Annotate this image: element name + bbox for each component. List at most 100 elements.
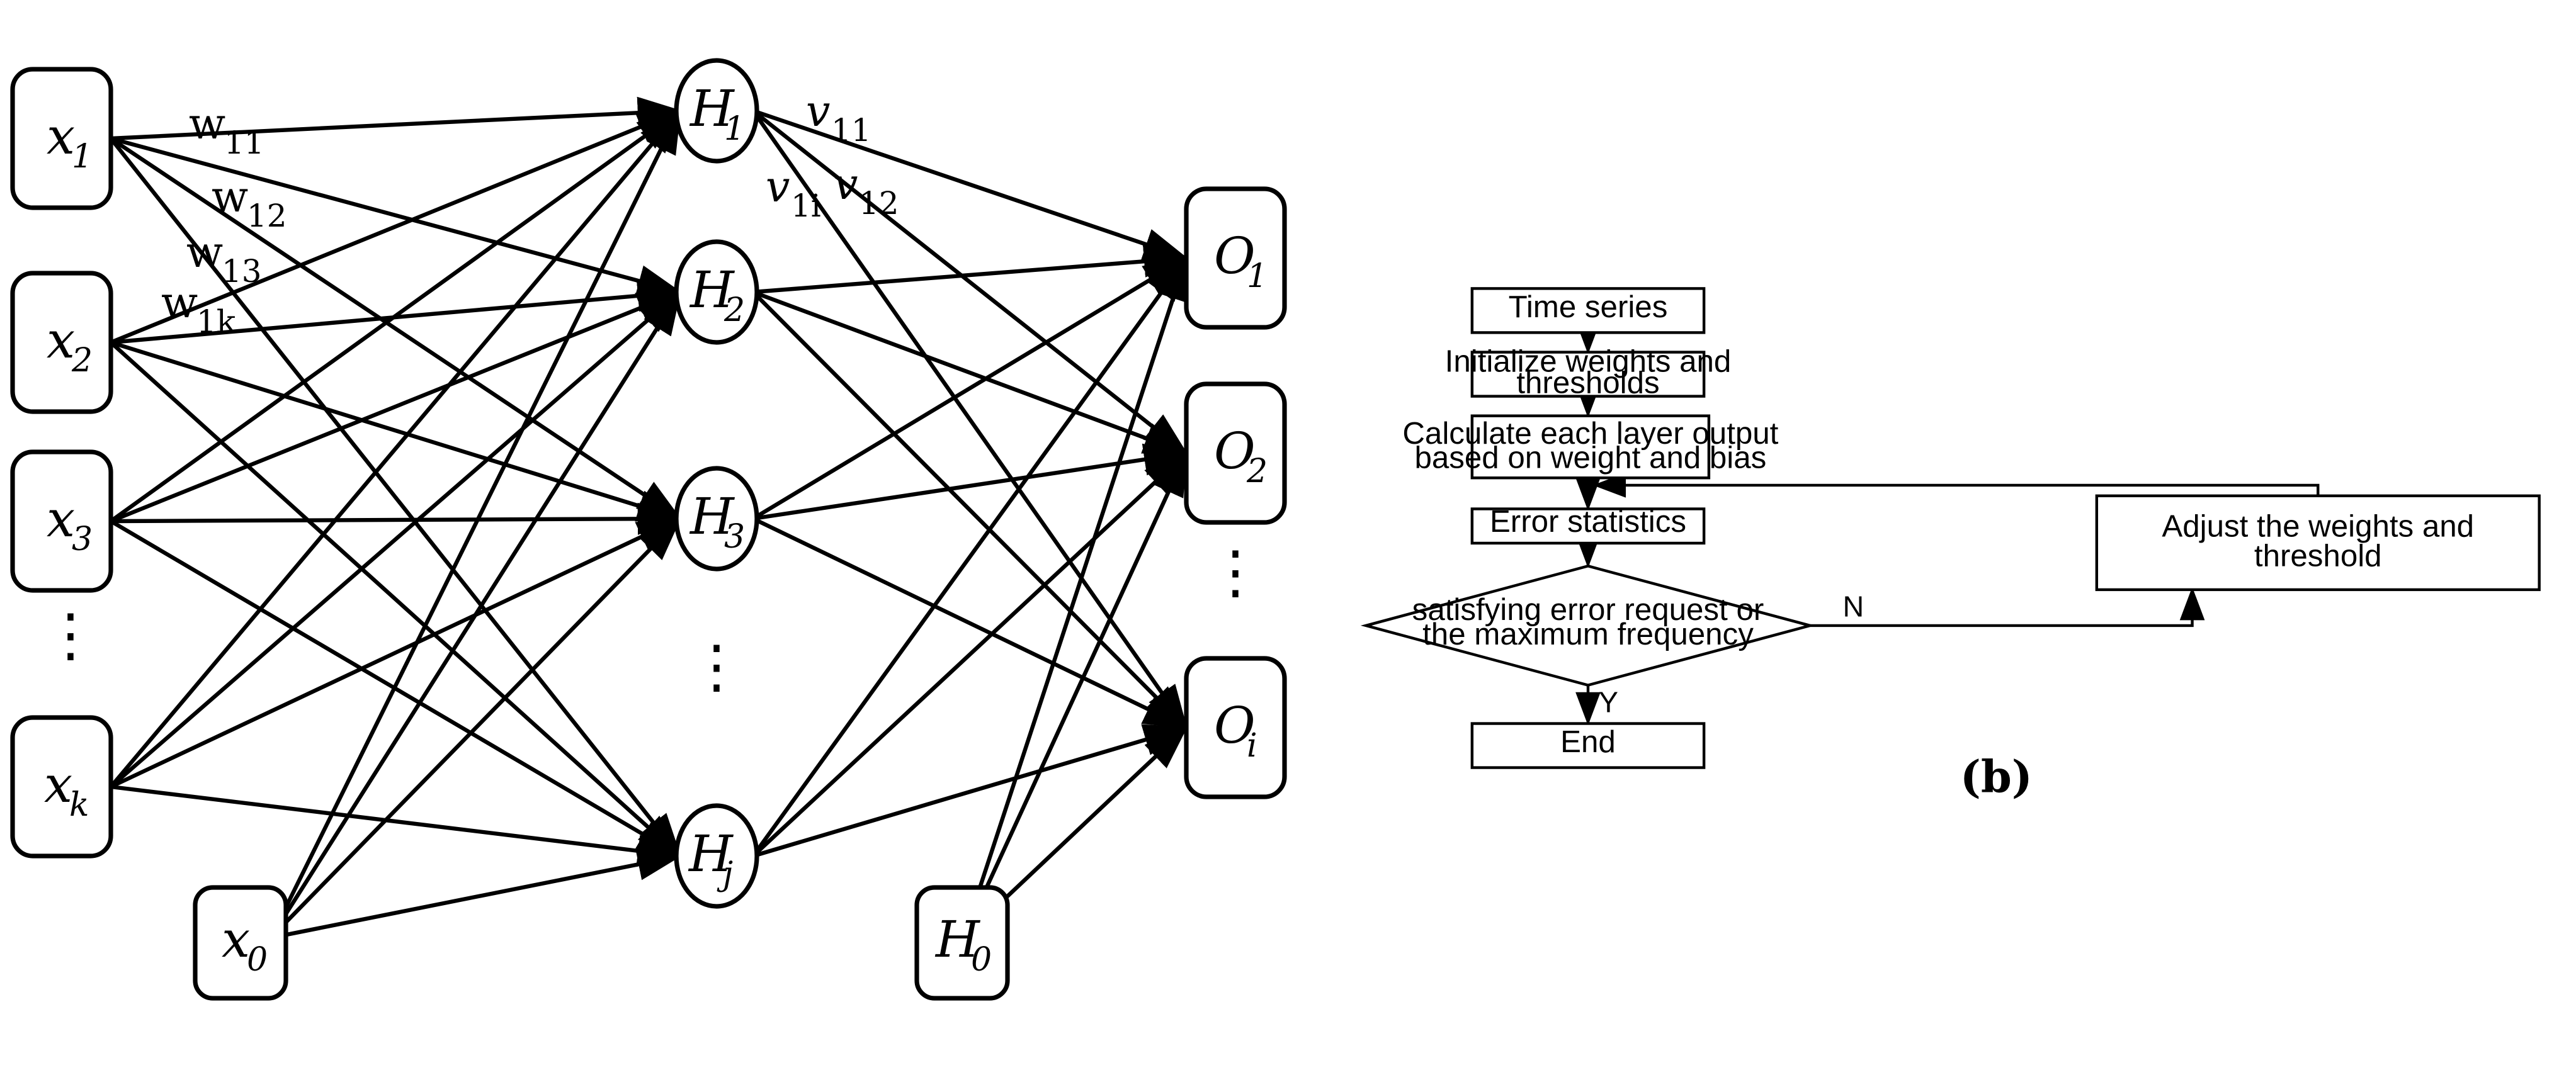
hidden-node-H3-base: H <box>689 487 735 546</box>
node-shape <box>2095 494 2541 592</box>
edges-hidden-to-output <box>751 108 1189 940</box>
input-node-xk-base: x <box>44 755 72 814</box>
node-shape <box>1470 722 1706 769</box>
input-weight-labels: w 11 w 12 w 13 w 1k <box>161 99 287 340</box>
decision-label-line2: the maximum frequency <box>1422 617 1754 651</box>
flowchart-connectors <box>1575 320 2320 726</box>
weight-v11-base: v <box>806 87 830 137</box>
hidden-layer-ellipsis: ⋮ <box>688 634 746 699</box>
input-node-x3-sub: 3 <box>72 521 93 558</box>
input-node-x1[interactable]: x 1 <box>10 67 113 210</box>
weight-label-w13: w 13 <box>186 228 262 290</box>
connector-decision-no-to-adjust <box>1691 587 2205 628</box>
flowchart-node-end[interactable]: End <box>1470 722 1706 769</box>
panel-b-caption: (b) <box>1960 750 2033 802</box>
hidden-node-H2[interactable]: H 2 <box>674 239 759 345</box>
output-node-O1[interactable]: O 1 <box>1184 186 1287 330</box>
weight-w12-base: w <box>212 172 248 222</box>
flowchart-node-calculate[interactable]: Calculate each layer output based on wei… <box>1402 414 1779 480</box>
weight-w11-sub: 11 <box>224 125 264 161</box>
input-node-x1-base: x <box>47 107 75 166</box>
adjust-label-line2: threshold <box>2254 538 2382 573</box>
weight-label-w1k: w 1k <box>161 278 236 340</box>
weight-w1k-sub: 1k <box>196 303 236 340</box>
weight-v12-base: v <box>834 160 858 210</box>
output-node-Oi[interactable]: O i <box>1184 656 1287 799</box>
hidden-node-H2-base: H <box>689 261 735 319</box>
weight-label-w12: w 12 <box>212 172 287 234</box>
hidden-node-H3[interactable]: H 3 <box>674 466 759 572</box>
hidden-node-H1[interactable]: H 1 <box>674 58 759 164</box>
input-bias-sub: 0 <box>247 941 268 979</box>
output-node-Oi-base: O <box>1214 696 1256 755</box>
hidden-bias-node-H0[interactable]: H 0 <box>914 885 1010 1001</box>
input-layer-ellipsis: ⋮ <box>42 603 99 667</box>
weight-label-w11: w 11 <box>189 99 264 161</box>
branch-label-no: N <box>1843 590 1864 623</box>
output-node-Oi-sub: i <box>1247 727 1257 765</box>
hidden-node-H1-sub: 1 <box>724 110 745 148</box>
flowchart-node-error-statistics[interactable]: Error statistics <box>1470 504 1706 545</box>
weight-v1i-base: v <box>766 162 790 212</box>
flowchart-node-time-series[interactable]: Time series <box>1470 287 1706 334</box>
adjust-label-line1: Adjust the weights and <box>2162 509 2474 544</box>
initialize-label-line2: thresholds <box>1516 365 1659 400</box>
time-series-label: Time series <box>1509 290 1668 324</box>
node-shape <box>10 271 113 414</box>
output-node-O2-sub: 2 <box>1246 453 1268 490</box>
node-shape <box>10 449 113 593</box>
hidden-bias-sub: 0 <box>971 941 992 979</box>
hidden-node-Hj[interactable]: H j <box>674 803 759 909</box>
node-shape <box>914 885 1010 1001</box>
error-statistics-label: Error statistics <box>1490 504 1686 539</box>
node-shape <box>10 715 113 859</box>
hidden-node-H2-sub: 2 <box>723 291 745 329</box>
weight-w1k-base: w <box>161 278 198 328</box>
input-layer: x 1 x 2 x 3 ⋮ x k <box>10 67 288 1001</box>
weight-w11-base: w <box>189 99 225 149</box>
node-shape <box>674 466 759 572</box>
weight-label-v12: v 12 <box>834 160 899 222</box>
weight-label-v1i: v 1i <box>766 162 821 224</box>
weight-v12-sub: 12 <box>859 185 899 222</box>
node-shape <box>1360 564 1816 687</box>
calculate-label-line1: Calculate each layer output <box>1402 416 1778 451</box>
output-node-O1-base: O <box>1214 227 1256 285</box>
input-node-x2-sub: 2 <box>71 342 93 380</box>
input-node-xk[interactable]: x k <box>10 715 113 859</box>
node-shape <box>1470 351 1706 398</box>
decision-label-line1: satisfying error request or <box>1412 592 1764 627</box>
output-layer: O 1 O 2 ⋮ O i <box>1184 186 1287 799</box>
input-node-x1-sub: 1 <box>72 138 93 176</box>
input-node-x3-base: x <box>47 490 75 548</box>
weight-v1i-sub: 1i <box>791 188 821 224</box>
calculate-label-line2: based on weight and bias <box>1414 441 1766 475</box>
node-shape <box>1470 507 1706 545</box>
connector-adjust-to-calc-loop <box>1592 473 2320 498</box>
input-node-x3[interactable]: x 3 <box>10 449 113 593</box>
output-node-O2[interactable]: O 2 <box>1184 381 1287 525</box>
flowchart-node-decision[interactable]: satisfying error request or the maximum … <box>1360 564 1816 687</box>
panel-flowchart: Time series Initialize weights and thres… <box>1335 0 2576 1070</box>
hidden-bias-base: H <box>934 910 981 969</box>
weight-label-v11: v 11 <box>806 87 871 149</box>
node-shape <box>1184 186 1287 330</box>
node-shape <box>1470 287 1706 334</box>
weight-w13-base: w <box>186 228 223 278</box>
input-bias-node-x0[interactable]: x 0 <box>193 885 288 1001</box>
hidden-node-H1-base: H <box>689 79 735 138</box>
weight-v11-sub: 11 <box>831 112 871 149</box>
flowchart-node-adjust[interactable]: Adjust the weights and threshold <box>2095 494 2541 592</box>
node-shape <box>674 58 759 164</box>
output-layer-ellipsis: ⋮ <box>1206 540 1264 604</box>
input-node-x2[interactable]: x 2 <box>10 271 113 414</box>
initialize-label-line1: Initialize weights and <box>1445 344 1732 379</box>
output-node-O2-base: O <box>1214 422 1256 480</box>
output-node-O1-sub: 1 <box>1247 257 1268 295</box>
node-shape <box>193 885 288 1001</box>
weight-w13-sub: 13 <box>222 253 262 290</box>
node-shape <box>10 67 113 210</box>
flowchart-node-initialize[interactable]: Initialize weights and thresholds <box>1445 344 1732 400</box>
hidden-node-Hj-base: H <box>688 825 734 883</box>
